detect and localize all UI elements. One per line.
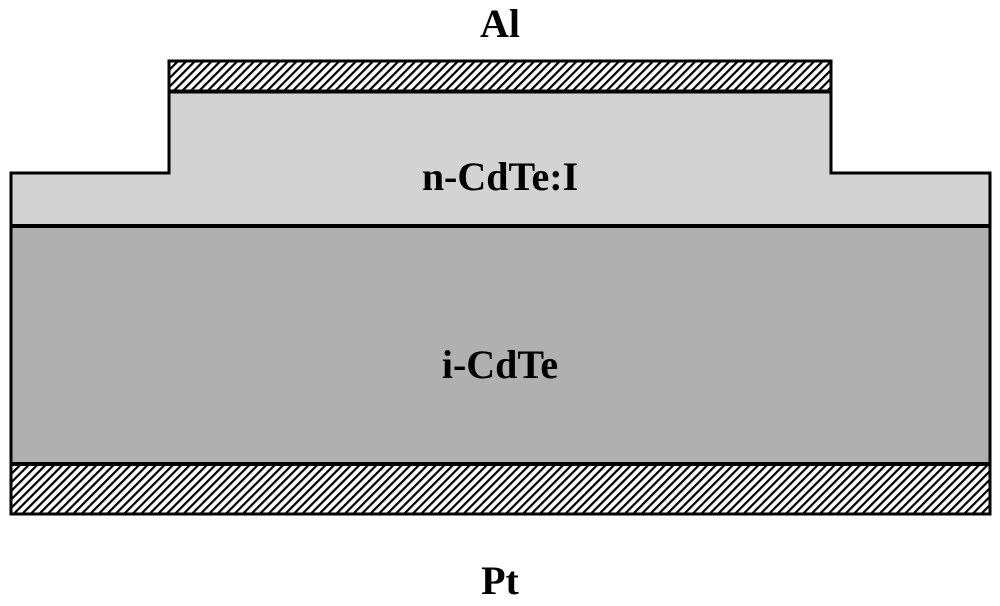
i-cdte-label: i-CdTe — [442, 342, 558, 387]
al-label: Al — [480, 1, 520, 46]
pt-label: Pt — [481, 558, 519, 603]
i-cdte-layer — [9, 224, 992, 466]
n-cdte-label: n-CdTe:I — [422, 154, 578, 199]
pt-bottom-contact — [9, 462, 992, 516]
al-top-contact — [167, 59, 833, 93]
